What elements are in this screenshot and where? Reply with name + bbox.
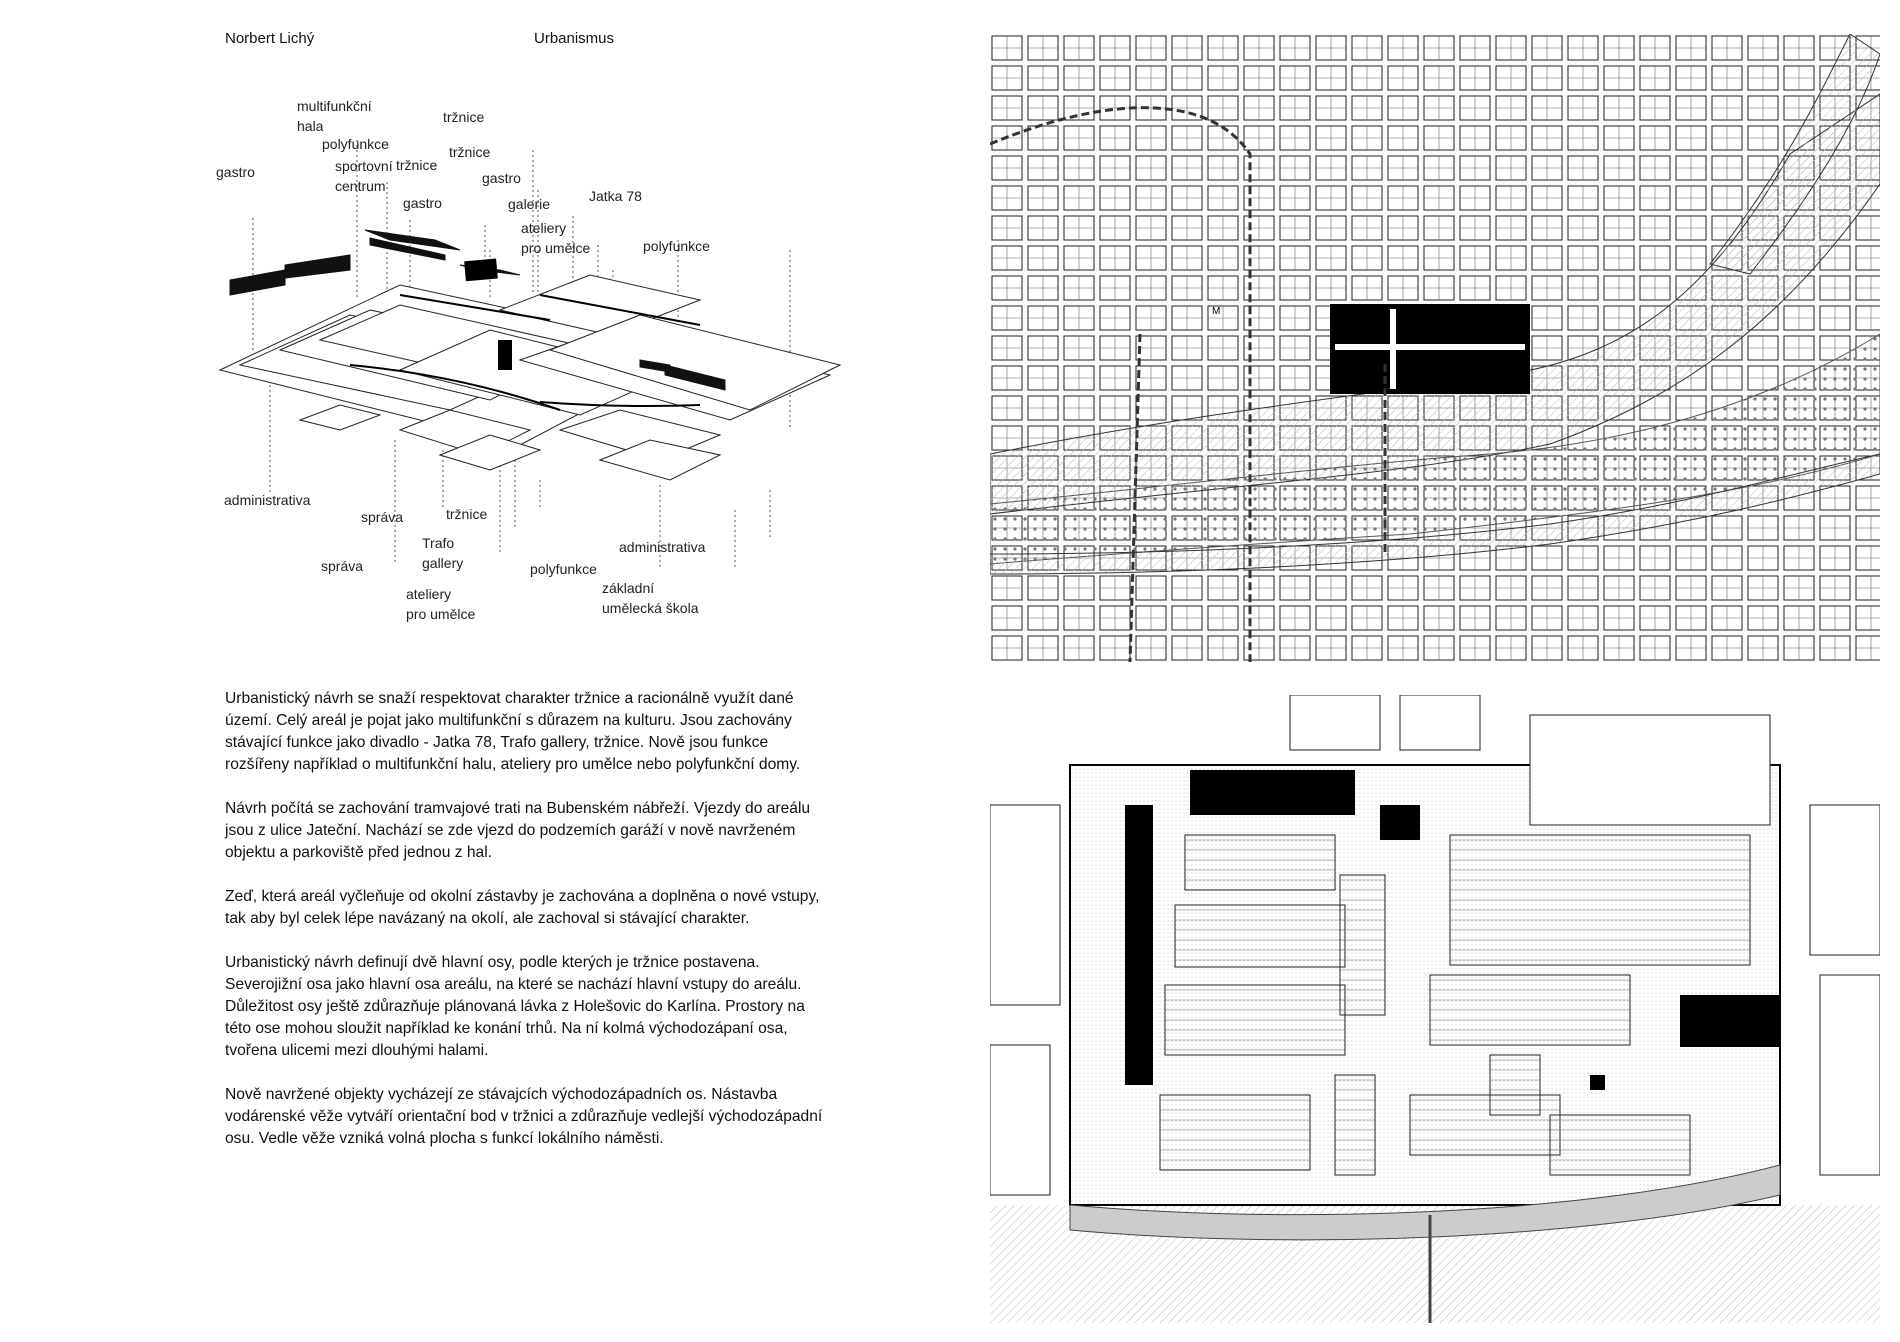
label-trznice: tržnice <box>443 109 485 125</box>
author-name: Norbert Lichý <box>225 30 315 47</box>
label-polyfunkce: polyfunkce <box>530 561 597 577</box>
label-gastro: gastro <box>403 195 442 211</box>
label-galerie: galerie <box>508 196 551 212</box>
label-sprava: správa <box>361 509 404 525</box>
paragraph: Urbanistický návrh definují dvě hlavní o… <box>225 954 805 1059</box>
label-administrativa: administrativa <box>619 539 706 555</box>
paragraph: Zeď, která areál vyčleňuje od okolní zás… <box>225 888 820 927</box>
label-trznice: tržnice <box>449 144 491 160</box>
label-trznice: tržnice <box>446 506 488 522</box>
label-trznice: tržnice <box>396 157 438 173</box>
label-sprava: správa <box>321 558 364 574</box>
label-ateliery: ateliery pro umělce <box>406 586 476 622</box>
paragraph: Nově navržené objekty vycházejí ze stáva… <box>225 1086 823 1147</box>
site-plan-drawing <box>990 695 1880 1323</box>
label-trafo-gallery: Trafo gallery <box>422 535 464 571</box>
description-text: Urbanistický návrh se snaží respektovat … <box>225 688 825 1172</box>
axonometric-diagram: gastro multifunkční hala polyfunkce spor… <box>200 98 880 630</box>
label-gastro: gastro <box>216 164 255 180</box>
city-map-drawing: M <box>990 34 1880 662</box>
paragraph: Návrh počítá se zachování tramvajové tra… <box>225 800 811 861</box>
label-polyfunkce: polyfunkce <box>322 136 389 152</box>
label-polyfunkce: polyfunkce <box>643 238 710 254</box>
label-zakladni-umelecka-skola: základní umělecká škola <box>602 580 699 616</box>
city-context-map: M <box>990 34 1880 662</box>
label-jatka78: Jatka 78 <box>589 188 642 204</box>
axonometric-drawing <box>218 140 842 570</box>
paragraph: Urbanistický návrh se snaží respektovat … <box>225 690 801 773</box>
label-gastro: gastro <box>482 170 521 186</box>
label-sportovni-centrum: sportovní centrum <box>335 158 393 194</box>
section-title: Urbanismus <box>534 30 615 47</box>
label-multifunkcni-hala: multifunkční hala <box>297 98 372 134</box>
city-map-marker: M <box>1212 306 1220 317</box>
label-administrativa: administrativa <box>224 492 311 508</box>
site-plan <box>990 695 1880 1323</box>
label-ateliery: ateliery pro umělce <box>521 220 591 256</box>
